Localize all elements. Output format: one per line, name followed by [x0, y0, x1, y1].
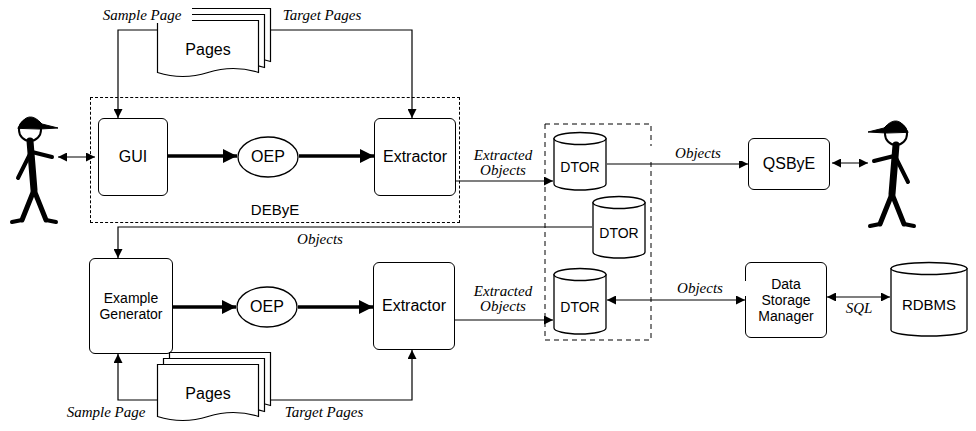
edge-label-text: Objects	[677, 280, 723, 296]
database-cylinder: RDBMS	[890, 262, 968, 336]
edge-label-text: Objects	[297, 231, 343, 247]
process-box: Example Generator	[89, 258, 173, 354]
data-arrow	[607, 163, 748, 164]
node-label: Pages	[185, 41, 230, 59]
edge-label: Extracted Objects	[466, 148, 540, 178]
node-label: GUI	[119, 148, 147, 166]
data-arrow	[118, 30, 157, 118]
node-label: RDBMS	[902, 296, 956, 313]
process-ellipse: OEP	[237, 136, 299, 178]
node-label: QSByE	[763, 155, 815, 173]
edge-label-text: Target Pages	[285, 404, 363, 420]
node-label: DTOR	[560, 159, 599, 175]
edge-label-text: Sample Page	[103, 7, 182, 23]
data-arrow	[271, 30, 412, 118]
edge-label: Extracted Objects	[466, 284, 540, 314]
document-stack: Pages	[157, 352, 271, 424]
edge-label: Sample Page	[92, 8, 192, 23]
data-arrow	[607, 299, 745, 300]
data-arrow	[118, 227, 592, 258]
process-box: Data Storage Manager	[745, 262, 827, 338]
flow-arrow	[173, 305, 236, 309]
repository-cylinder: DTOR	[553, 268, 607, 334]
node-label: OEP	[251, 148, 285, 166]
edge-label: SQL	[834, 301, 884, 316]
node-label: OEP	[250, 298, 284, 316]
flow-arrow	[168, 154, 237, 158]
node-label: Data Storage Manager	[746, 276, 826, 324]
user-interaction-arrow	[832, 162, 868, 163]
process-ellipse: OEP	[236, 286, 298, 328]
edge-label: Sample Page	[56, 405, 156, 420]
node-label: DTOR	[599, 225, 638, 241]
edge-label: Target Pages	[274, 8, 370, 23]
process-box: GUI	[98, 118, 168, 196]
edge-label-text: Extracted Objects	[474, 283, 532, 314]
edge-label: Objects	[650, 146, 746, 161]
node-label: DTOR	[560, 299, 599, 315]
node-label: Extractor	[383, 148, 447, 166]
repository-cylinder: DTOR	[553, 132, 607, 190]
repository-cylinder: DTOR	[592, 196, 646, 258]
node-label: DEByE	[251, 201, 299, 218]
edge-label: Target Pages	[276, 405, 372, 420]
dtor-group-outline	[545, 124, 651, 340]
tool-group-box: DEByE GUI OEP Extractor	[90, 97, 460, 223]
edge-label-text: Target Pages	[283, 7, 361, 23]
data-arrow	[455, 319, 553, 320]
node-label: Example Generator	[90, 290, 172, 322]
flow-arrow	[299, 154, 374, 158]
node-label: Extractor	[382, 297, 446, 315]
data-arrow	[271, 350, 412, 400]
data-arrow	[456, 180, 553, 181]
flow-arrow	[298, 305, 373, 309]
data-arrow	[827, 296, 890, 297]
user-figure-right	[868, 121, 914, 226]
edge-label-text: Sample Page	[67, 404, 146, 420]
edge-label-text: Extracted Objects	[474, 147, 532, 178]
process-box: Extractor	[373, 262, 455, 350]
process-box: Extractor	[374, 118, 456, 196]
data-arrow	[118, 354, 157, 400]
process-box: QSByE	[748, 138, 830, 190]
edge-label-text: SQL	[846, 300, 873, 316]
edge-label: Objects	[290, 232, 350, 247]
node-label: Pages	[185, 385, 230, 403]
edge-label: Objects	[652, 281, 748, 296]
edge-label-text: Objects	[675, 145, 721, 161]
user-figure-left	[12, 117, 58, 222]
